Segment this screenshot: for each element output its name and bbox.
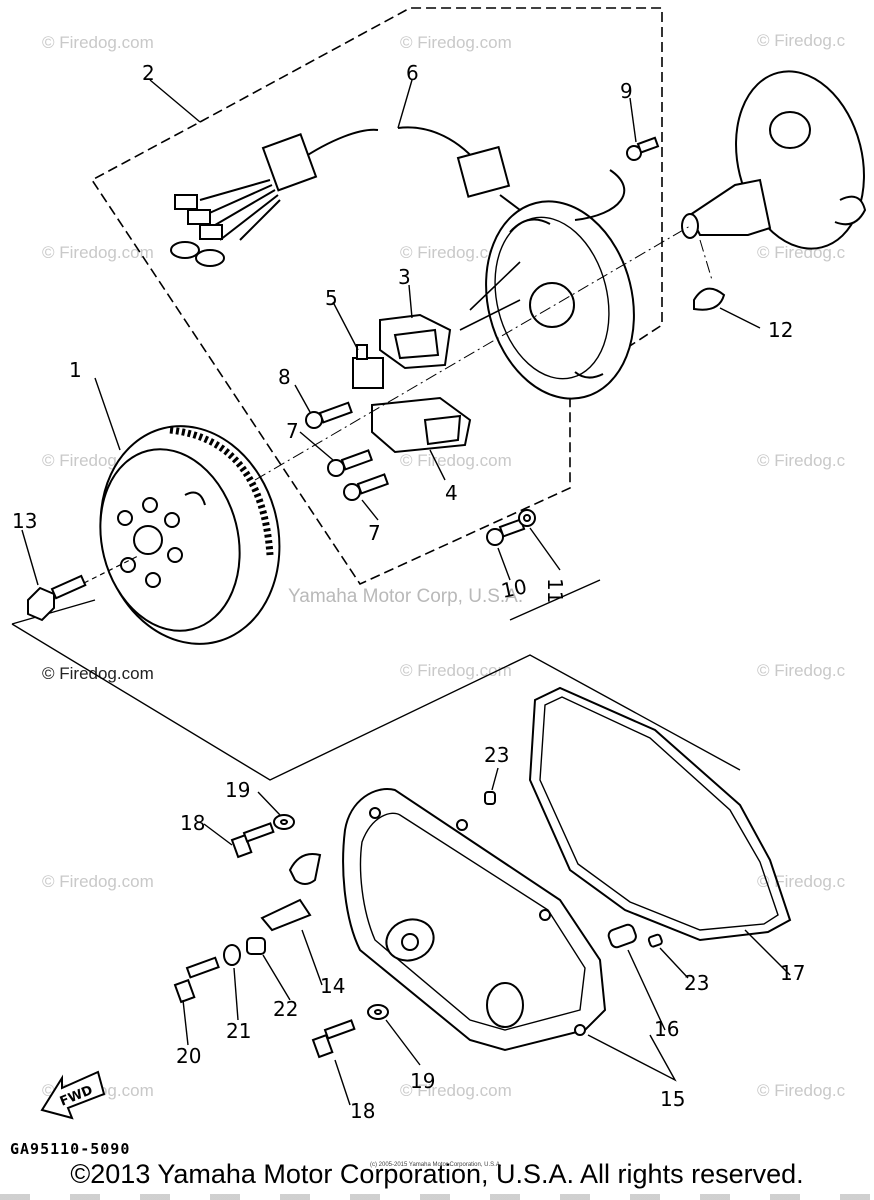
callout-11: 11 [543, 578, 567, 603]
callout-18: 18 [180, 811, 205, 835]
callout-12: 12 [768, 318, 793, 342]
watermark: © Firedog.c [757, 1081, 846, 1100]
leader-lines [21, 79, 791, 1106]
callouts: 1 2 3 4 5 6 7 7 8 9 10 11 12 13 14 15 16… [12, 61, 805, 1123]
watermark: © Firedog.com [400, 1081, 512, 1100]
callout-1: 1 [69, 358, 82, 382]
stator-assembly [459, 200, 635, 400]
callout-6: 6 [406, 61, 419, 85]
cover-hardware [173, 791, 663, 1059]
callout-19: 19 [410, 1069, 435, 1093]
watermark: © Firedog.com [400, 33, 512, 52]
crankcase-cover [342, 788, 607, 1052]
watermark: © Firedog.c [757, 31, 846, 50]
corp-watermark: Yamaha Motor Corp, U.S.A. [288, 586, 523, 607]
wire-harness [170, 126, 626, 267]
diagram-part-code: GA95110-5090 [10, 1140, 131, 1158]
callout-18: 18 [350, 1099, 375, 1123]
watermark: © Firedog.com [400, 661, 512, 680]
lead-holder [352, 344, 384, 389]
copyright-notice: ©2013 Yamaha Motor Corporation, U.S.A. A… [70, 1159, 804, 1189]
watermark: © Firedog.c [757, 451, 846, 470]
callout-21: 21 [226, 1019, 251, 1043]
callout-13: 13 [12, 509, 37, 533]
flywheel-rotor [99, 425, 281, 645]
pickup-coil [379, 313, 452, 370]
callout-4: 4 [445, 481, 458, 505]
callout-22: 22 [273, 997, 298, 1021]
callout-23: 23 [684, 971, 709, 995]
callout-8: 8 [278, 365, 291, 389]
watermark: © Firedog.c [757, 872, 846, 891]
callout-10: 10 [499, 574, 529, 603]
callout-7: 7 [286, 419, 299, 443]
watermark: © Firedog.com [42, 243, 154, 262]
callout-9: 9 [620, 79, 633, 103]
callout-5: 5 [325, 286, 338, 310]
callout-17: 17 [780, 961, 805, 985]
callout-3: 3 [398, 265, 411, 289]
callout-23: 23 [484, 743, 509, 767]
watermark: © Firedog.com [42, 33, 154, 52]
callout-16: 16 [654, 1017, 679, 1041]
crankshaft-end [681, 70, 867, 250]
forward-arrow: FWD [40, 1070, 106, 1120]
assembly-boundary-solid [11, 579, 741, 781]
callout-20: 20 [176, 1044, 201, 1068]
woodruff-key [693, 287, 726, 311]
callout-7: 7 [368, 521, 381, 545]
charging-coil [371, 396, 472, 454]
screws [305, 136, 660, 546]
callout-14: 14 [320, 974, 345, 998]
callout-2: 2 [142, 61, 155, 85]
watermark: © Firedog.com [42, 664, 154, 683]
callout-19: 19 [225, 778, 250, 802]
cover-gasket [528, 686, 792, 942]
callout-15: 15 [660, 1087, 685, 1111]
watermark: © Firedog.com [42, 872, 154, 891]
center-line [254, 225, 713, 481]
watermark: © Firedog.com [400, 243, 512, 262]
watermark: © Firedog.c [757, 661, 846, 680]
watermark: © Firedog.com [400, 451, 512, 470]
cover-gasket-inner [539, 696, 779, 931]
rotor-bolt [27, 554, 141, 622]
fine-print: (c) 2005-2015 Yamaha Motor Corporation, … [370, 1162, 502, 1168]
bottom-strip [0, 1194, 874, 1200]
